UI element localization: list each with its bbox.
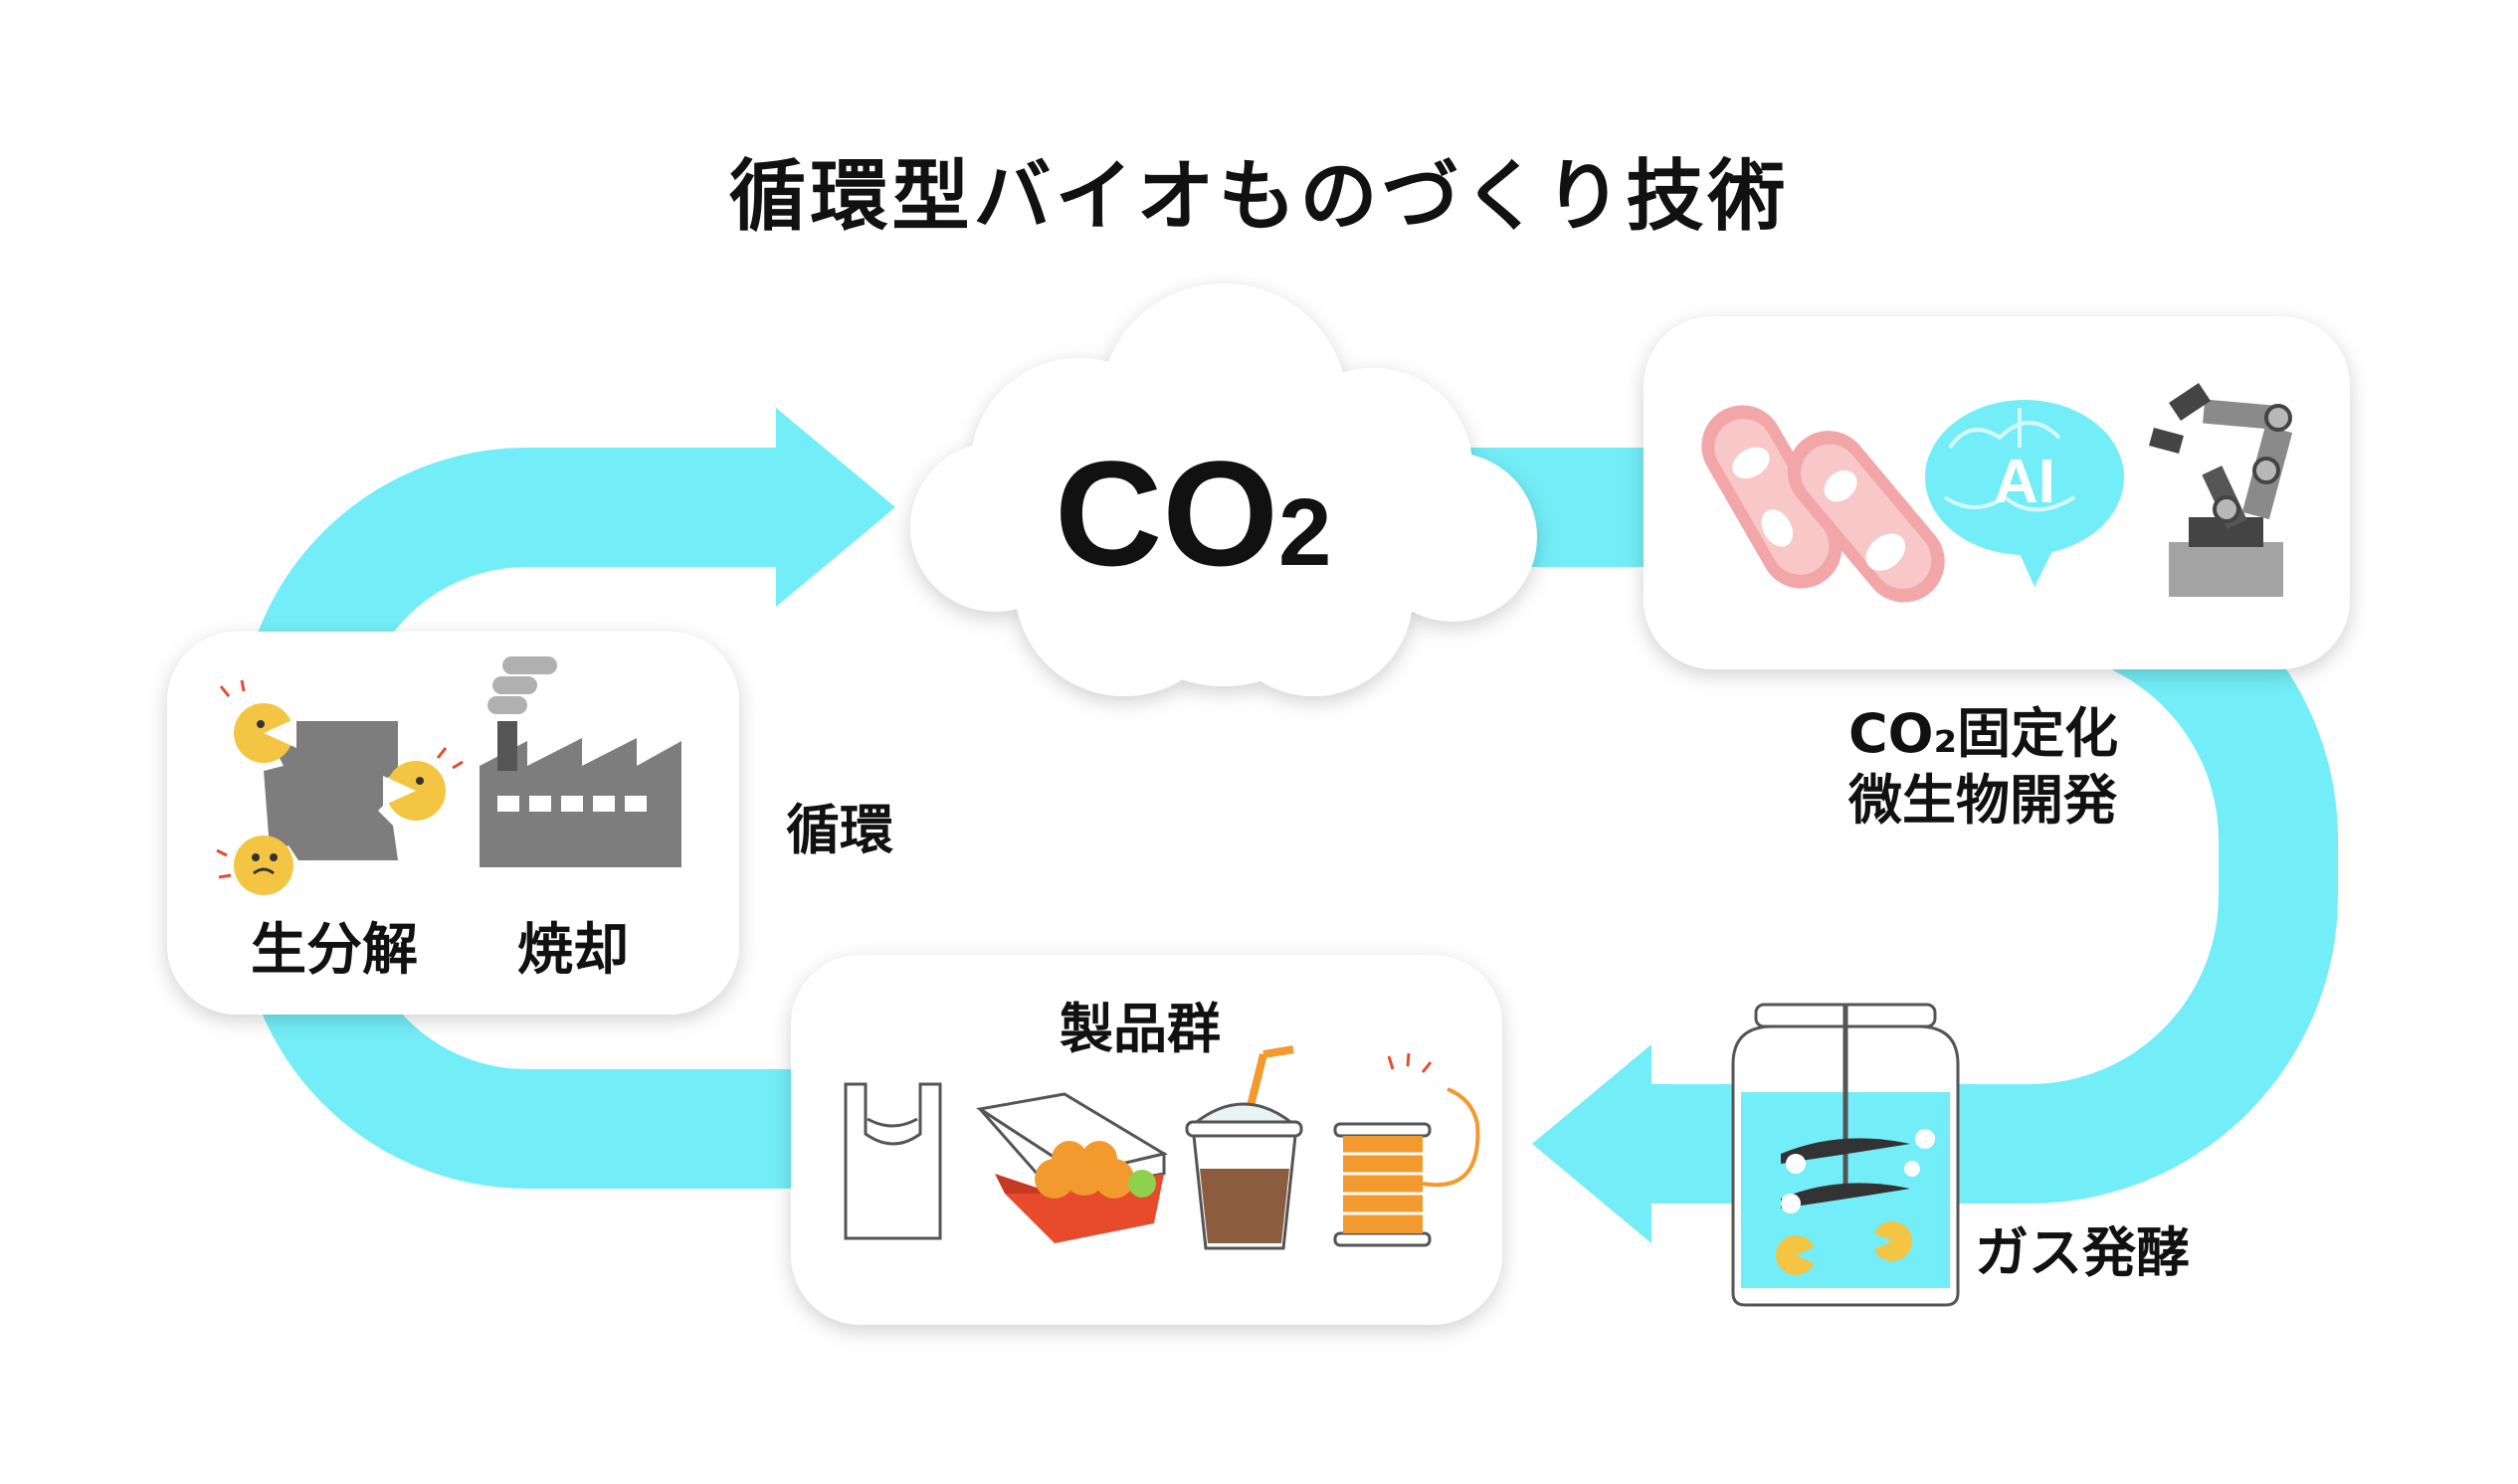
right-loop-arrow bbox=[1950, 563, 2338, 1204]
arrow-head-to-cloud bbox=[776, 408, 895, 607]
arrow-head-to-products bbox=[1532, 1044, 1651, 1243]
ai-brain-text: AI bbox=[1994, 448, 2055, 516]
co2-main-text: CO bbox=[1055, 430, 1278, 597]
plastic-bag-icon bbox=[844, 1082, 942, 1240]
ai-brain-icon: AI bbox=[1925, 400, 2124, 587]
products-label: 製品群 bbox=[1060, 997, 1221, 1060]
fermentation-tank-icon bbox=[1731, 1003, 1960, 1307]
fixation-label-line2: 微生物開発 bbox=[1848, 768, 2117, 832]
fixation-label: CO₂固定化 微生物開発 bbox=[1848, 701, 2118, 833]
food-box-icon bbox=[975, 1092, 1168, 1243]
robot-arm-icon bbox=[2149, 383, 2293, 597]
drink-cup-icon bbox=[1185, 1045, 1303, 1250]
decomposer-microbe-icon bbox=[216, 679, 464, 895]
fixation-label-line1: CO₂固定化 bbox=[1848, 702, 2119, 765]
co2-subscript: 2 bbox=[1278, 479, 1332, 586]
biodegradation-label: 生分解 bbox=[251, 917, 418, 983]
gas-fermentation-label: ガス発酵 bbox=[1975, 1220, 2190, 1284]
incineration-label: 焼却 bbox=[517, 917, 629, 983]
co2-cloud-label: CO2 bbox=[1055, 428, 1331, 600]
products-box bbox=[791, 955, 1502, 1325]
thread-spool-icon bbox=[1333, 1052, 1480, 1247]
co2-cloud bbox=[910, 283, 1537, 696]
factory-icon bbox=[480, 656, 681, 867]
cycle-label: 循環 bbox=[786, 798, 893, 861]
page-title: 循環型バイオものづくり技術 bbox=[728, 151, 1790, 242]
microbe-icon bbox=[1701, 405, 1945, 603]
